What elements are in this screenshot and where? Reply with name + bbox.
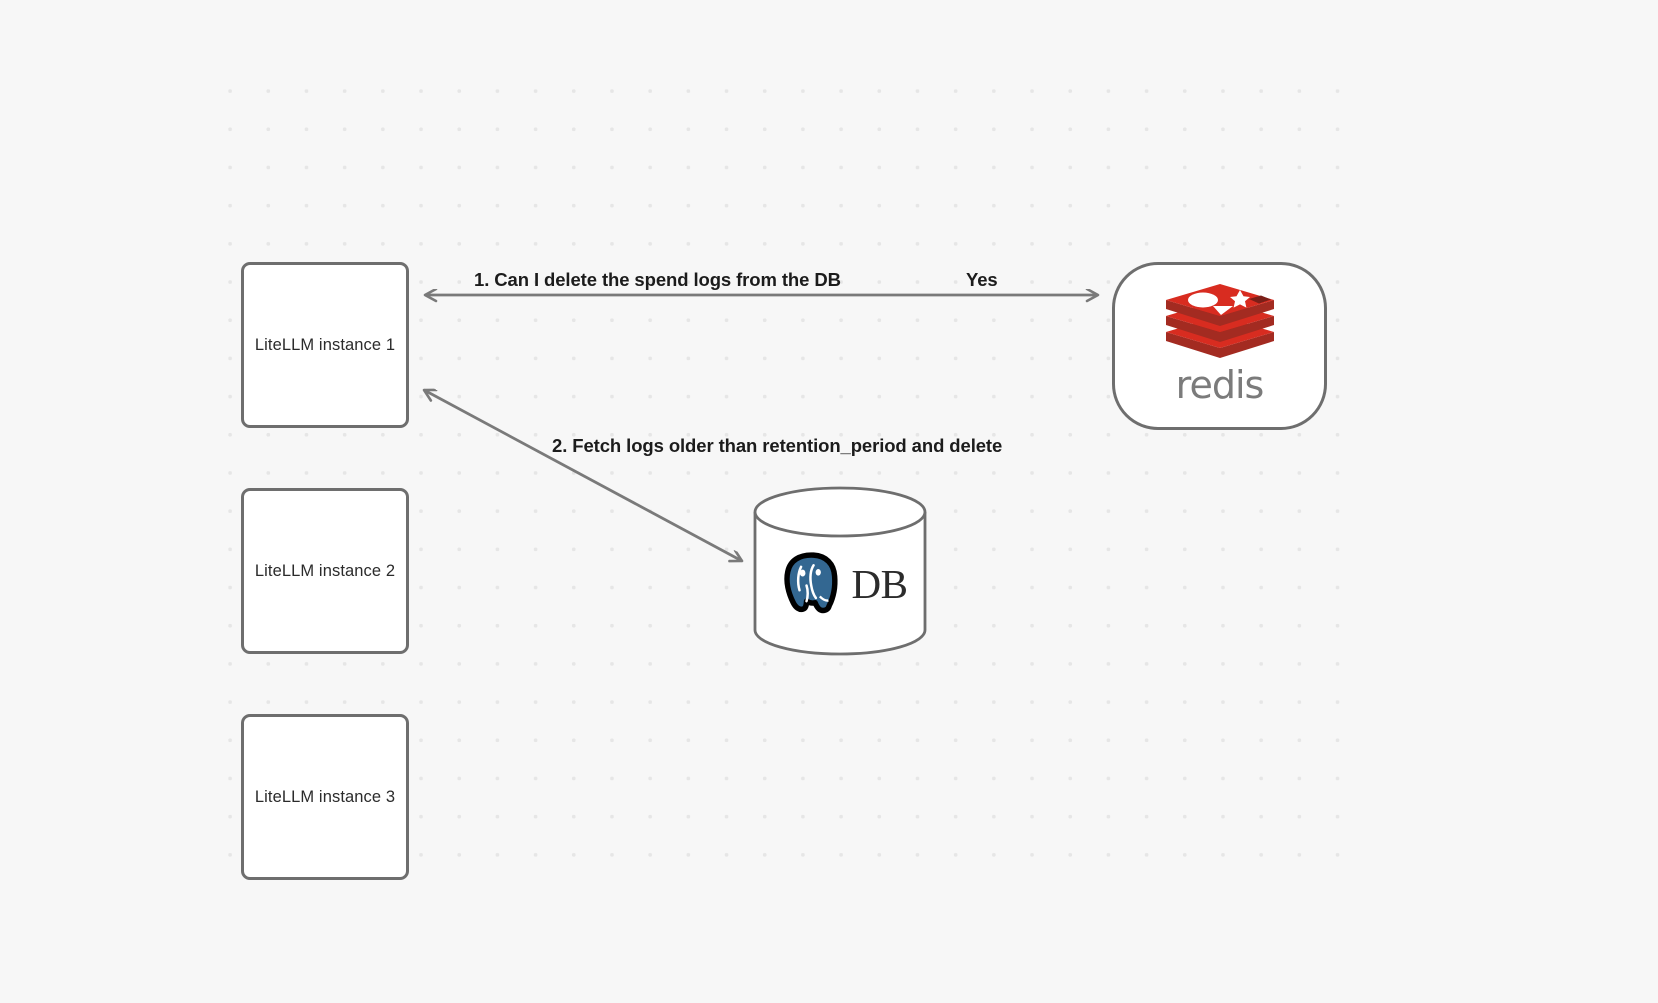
node-litellm-instance-1[interactable]: LiteLLM instance 1 (241, 262, 409, 428)
node-litellm-instance-2[interactable]: LiteLLM instance 2 (241, 488, 409, 654)
redis-wordmark: redis (1175, 363, 1265, 407)
redis-stack-logo-icon (1165, 284, 1274, 358)
db-label: DB (851, 560, 908, 607)
node-label: LiteLLM instance 1 (254, 335, 396, 354)
edge-label-step-1-reply: Yes (966, 269, 998, 290)
node-redis[interactable]: redis (1112, 262, 1327, 430)
node-label: LiteLLM instance 2 (254, 561, 396, 580)
postgresql-elephant-icon (783, 552, 838, 614)
node-postgres-db[interactable]: DB (753, 488, 927, 654)
edge-label-step-1: 1. Can I delete the spend logs from the … (474, 269, 841, 290)
node-litellm-instance-3[interactable]: LiteLLM instance 3 (241, 714, 409, 880)
edge-db-instance1-line (424, 390, 742, 561)
node-label: LiteLLM instance 3 (254, 787, 396, 806)
edge-label-step-2: 2. Fetch logs older than retention_perio… (552, 435, 1003, 456)
